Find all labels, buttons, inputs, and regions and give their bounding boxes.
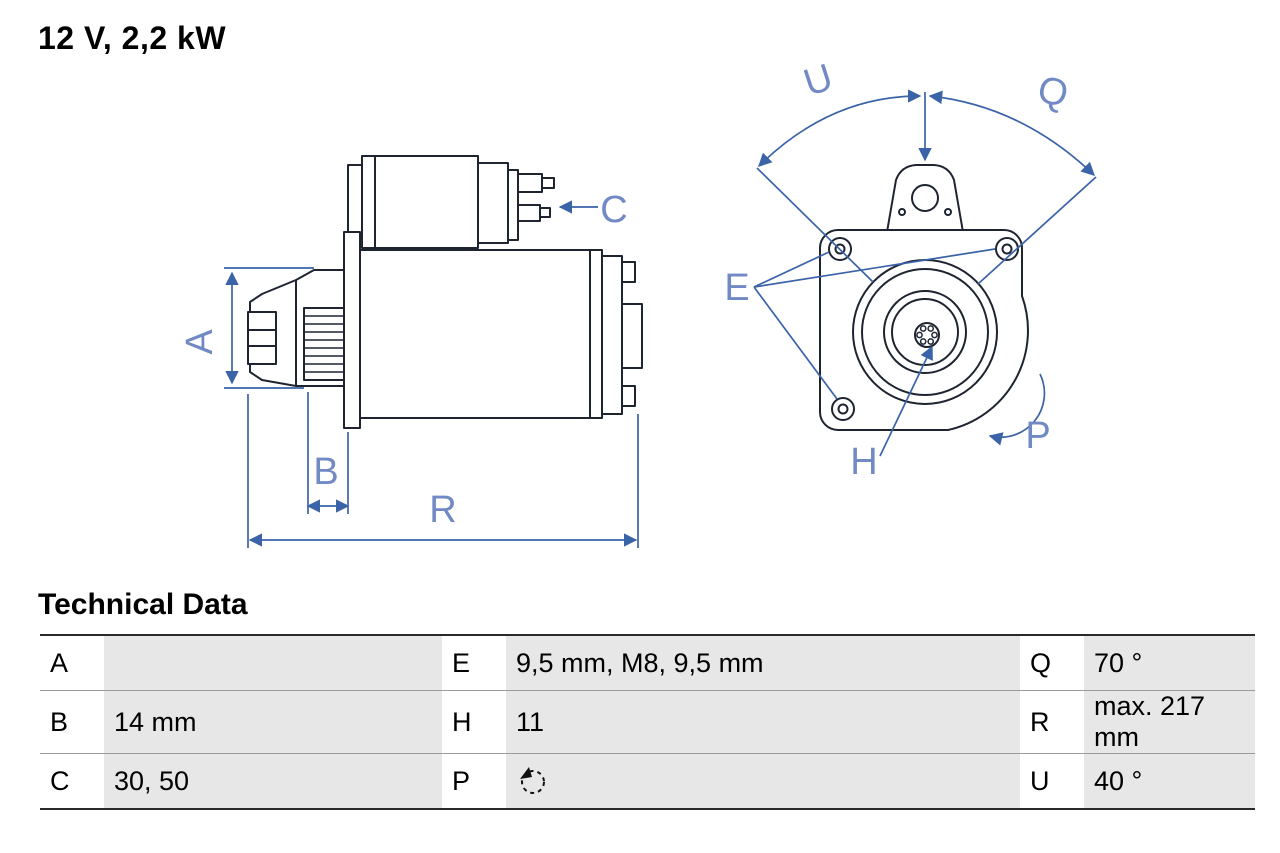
dim-label-r: R [429, 489, 456, 531]
dim-label-u: U [799, 56, 838, 104]
table-key-cell: Q [1020, 635, 1084, 691]
table-key-cell: B [40, 690, 104, 754]
dimension-labels: A B C R U Q E H P [179, 56, 1072, 531]
table-value-cell: 30, 50 [104, 753, 442, 809]
table-key-cell: P [442, 753, 506, 809]
table-key-cell: C [40, 753, 104, 809]
dim-label-e: E [724, 267, 749, 309]
table-value-cell: 11 [506, 690, 1020, 754]
table-key-cell: R [1020, 690, 1084, 754]
page-title: 12 V, 2,2 kW [38, 20, 227, 56]
table-key-cell: A [40, 635, 104, 691]
rotation-ccw-icon [520, 767, 545, 795]
technical-data-heading: Technical Data [38, 588, 248, 621]
table-key-cell: H [442, 690, 506, 754]
table-value-cell: 14 mm [104, 690, 442, 754]
dim-label-h: H [850, 441, 877, 483]
table-value-cell: 9,5 mm, M8, 9,5 mm [506, 635, 1020, 691]
table-value-cell: 40 ° [1084, 753, 1255, 809]
technical-data-table: A E 9,5 mm, M8, 9,5 mm Q 70 ° B 14 mm H … [40, 634, 1255, 810]
front-view-drawing [819, 164, 1029, 431]
dimension-lines [224, 89, 1097, 548]
table-row: C 30, 50 P U 40 ° [40, 753, 1255, 809]
dim-label-b: B [313, 451, 338, 493]
table-value-cell-rotation [506, 753, 1020, 809]
table-row: B 14 mm H 11 R max. 217 mm [40, 690, 1255, 754]
table-value-cell: 70 ° [1084, 635, 1255, 691]
dim-label-p: P [1025, 415, 1050, 457]
dim-label-c: C [600, 189, 627, 231]
side-view-drawing [247, 155, 643, 429]
dim-label-a: A [179, 329, 221, 355]
table-value-cell: max. 217 mm [1084, 690, 1255, 754]
table-row: A E 9,5 mm, M8, 9,5 mm Q 70 ° [40, 635, 1255, 691]
table-key-cell: U [1020, 753, 1084, 809]
dim-label-q: Q [1033, 68, 1072, 116]
table-value-cell [104, 635, 442, 691]
table-key-cell: E [442, 635, 506, 691]
starter-motor-technical-drawing: A B C R U Q E H P [179, 56, 1097, 548]
